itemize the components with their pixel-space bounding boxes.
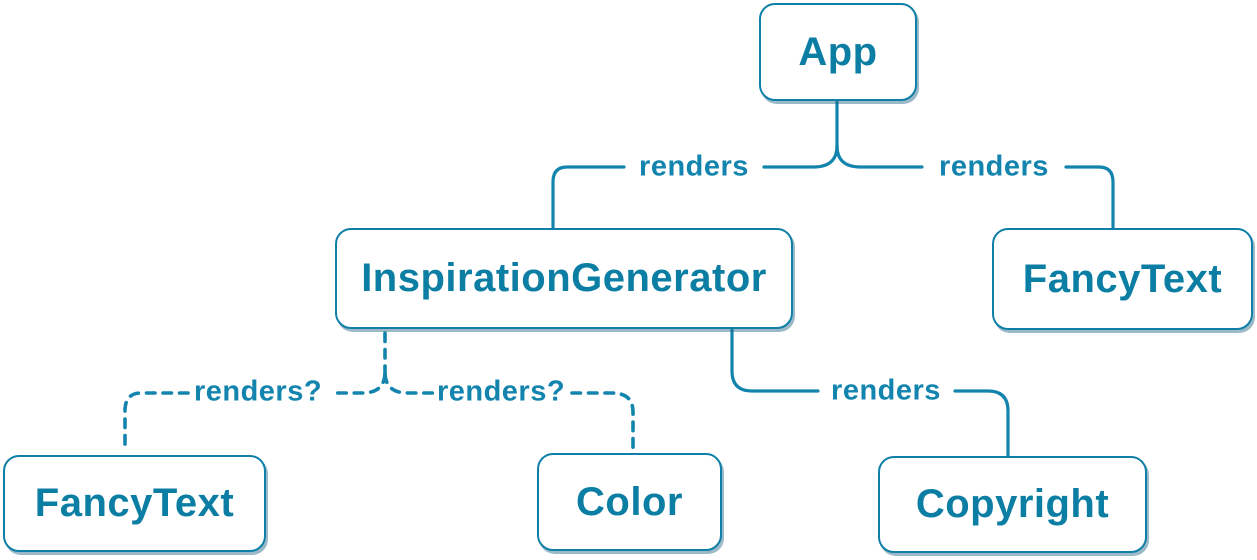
edge-label-app-inspiration: renders	[639, 150, 749, 183]
node-copyright-label: Copyright	[915, 482, 1110, 526]
node-copyright: Copyright	[878, 456, 1147, 553]
edge-inspiration-copyright-drop	[953, 389, 1010, 457]
edge-label-inspiration-copyright: renders	[831, 374, 941, 407]
edge-inspiration-fancytext-drop	[123, 391, 190, 454]
edge-app-fancytext-drop	[1064, 165, 1115, 229]
node-color: Color	[537, 453, 722, 551]
node-fancy-text-top: FancyText	[992, 228, 1253, 330]
node-app-label: App	[798, 29, 878, 74]
edge-inspiration-fancytext-left-leg	[328, 372, 387, 395]
edge-label-inspiration-color: renders?	[436, 375, 566, 408]
edge-label-inspiration-fancytext: renders?	[193, 375, 323, 408]
node-app: App	[759, 3, 917, 101]
edge-inspiration-color-drop	[570, 391, 635, 452]
edge-app-fancytext-right-arm	[835, 144, 924, 169]
node-fancy-text-bottom-label: FancyText	[34, 481, 235, 525]
edge-app-inspiration-left-arm	[762, 144, 839, 169]
edge-app-inspiration-drop	[551, 165, 626, 229]
node-inspiration-generator-label: InspirationGenerator	[361, 256, 767, 300]
node-color-label: Color	[576, 479, 683, 524]
node-inspiration-generator: InspirationGenerator	[335, 228, 793, 329]
edge-label-app-fancytext: renders	[939, 150, 1049, 183]
node-fancy-text-bottom: FancyText	[3, 455, 266, 552]
node-fancy-text-top-label: FancyText	[1022, 256, 1223, 301]
edge-inspiration-copyright-arm	[730, 328, 820, 393]
edge-inspiration-color-right-leg	[383, 372, 436, 395]
